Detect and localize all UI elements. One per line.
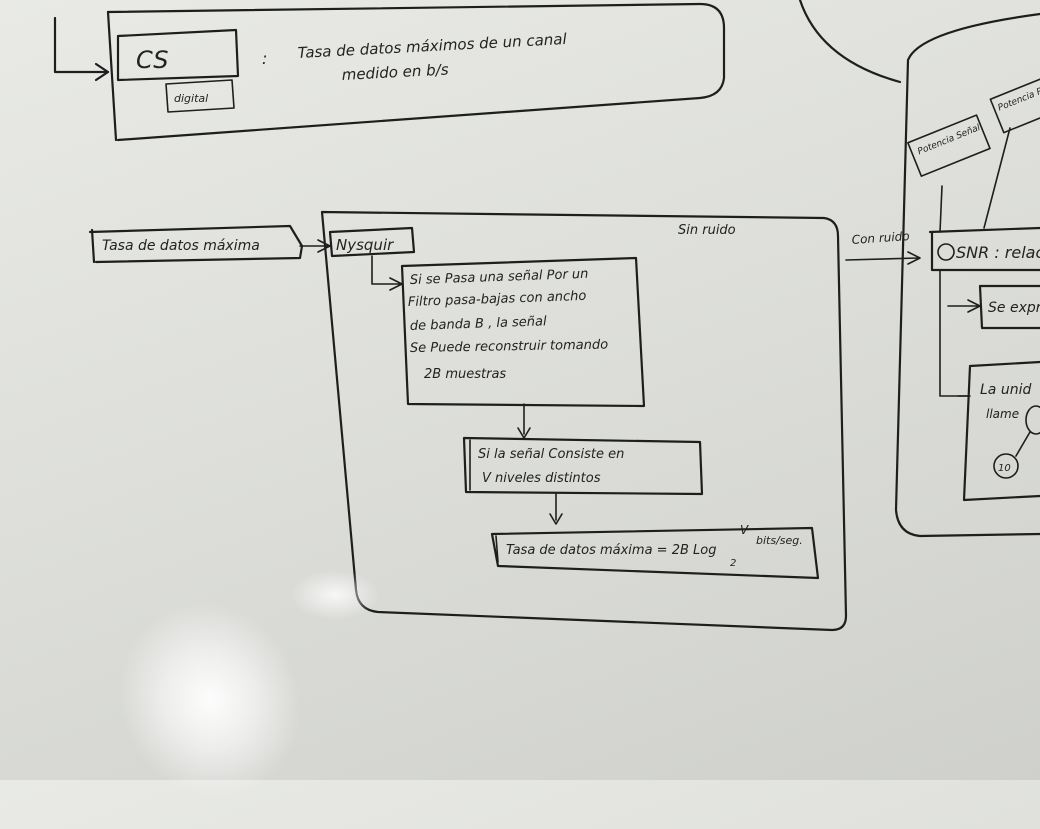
- top-arrow-head: [94, 62, 110, 82]
- step1-line5: 2B muestras: [424, 367, 506, 382]
- digital-label: digital: [174, 92, 208, 105]
- cs-definition-line1: Tasa de datos máximos de un canal: [297, 30, 568, 62]
- item2-line2: llame: [986, 407, 1019, 421]
- top-curve: [798, 0, 902, 84]
- top-left-connector: [53, 16, 110, 74]
- con-ruido-arrow: [845, 251, 921, 265]
- whiteboard: CS digital : Tasa de datos máximos de un…: [53, 0, 1040, 829]
- step1-line3: de banda B , la señal: [410, 314, 548, 334]
- item2-oval: [1025, 405, 1040, 435]
- item2-box: [962, 360, 1040, 502]
- step1-arrow: [517, 403, 531, 439]
- pot-signal-group: Potencia Señal: [907, 114, 991, 177]
- formula-bar: [495, 535, 499, 563]
- whiteboard-drawing: CS digital : Tasa de datos máximos de un…: [53, 0, 1040, 632]
- ten-circle: [993, 453, 1019, 479]
- item1-text: Se expr: [988, 300, 1040, 316]
- step2-line1: Si la señal Consiste en: [478, 447, 624, 462]
- item2-oval-line: [1015, 431, 1031, 457]
- pot-signal-line: [939, 185, 943, 233]
- formula-box: [490, 526, 820, 580]
- pot-noise-box: [989, 77, 1040, 134]
- separator-colon: :: [262, 49, 267, 68]
- top-box-outline: [106, 2, 726, 142]
- cs-symbol: CS: [136, 46, 168, 74]
- cs-definition-line2: medido en b/s: [341, 60, 449, 84]
- nysquir-title: Nysquir: [336, 236, 394, 254]
- step2-arrow: [549, 493, 563, 525]
- formula-text: Tasa de datos máxima = 2B Log: [506, 543, 716, 558]
- step2-line2: V niveles distintos: [482, 471, 601, 486]
- step1-line2: Filtro pasa-bajas con ancho: [408, 289, 587, 310]
- sin-ruido-label: Sin ruido: [678, 223, 736, 238]
- ten-label: 10: [998, 463, 1011, 474]
- snr-vertical-connector: [939, 269, 969, 397]
- left-label-bar: [90, 228, 96, 264]
- light-glare-small: [290, 570, 380, 620]
- formula-variable: V: [740, 523, 749, 537]
- step2-box: [462, 436, 704, 496]
- snr-text: SNR : relac: [956, 243, 1040, 262]
- nysquir-box: [328, 226, 416, 258]
- right-box-outline: [894, 12, 1040, 538]
- snr-circle-icon: [937, 243, 955, 261]
- cs-box: [116, 28, 240, 82]
- item1-arrow: [947, 299, 981, 313]
- left-label-text: Tasa de datos máxima: [102, 238, 260, 254]
- top-box-left-edge: [106, 10, 118, 142]
- formula-subscript: 2: [730, 558, 736, 569]
- digital-box: [165, 79, 235, 113]
- pot-noise-group: Potencia Ruido: [989, 77, 1040, 134]
- pot-signal-box: [907, 114, 991, 177]
- pot-noise-line: [983, 127, 1011, 229]
- formula-unit: bits/seg.: [756, 534, 803, 547]
- con-ruido-label: Con ruido: [851, 229, 910, 247]
- snr-box: [930, 230, 1040, 272]
- step1-line4: Se Puede reconstruir tomando: [410, 338, 608, 356]
- pot-signal-text: Potencia Señal: [916, 123, 982, 157]
- step1-line1: Si se Pasa una señal Por un: [410, 267, 589, 288]
- step1-box: [400, 256, 646, 408]
- left-to-main-arrow: [299, 239, 331, 253]
- item1-box: [978, 284, 1040, 330]
- pot-noise-text: Potencia Ruido: [997, 79, 1040, 114]
- item2-line1: La unid: [980, 382, 1031, 398]
- nysquir-arrow: [371, 255, 403, 291]
- snr-top-line: [928, 226, 1040, 234]
